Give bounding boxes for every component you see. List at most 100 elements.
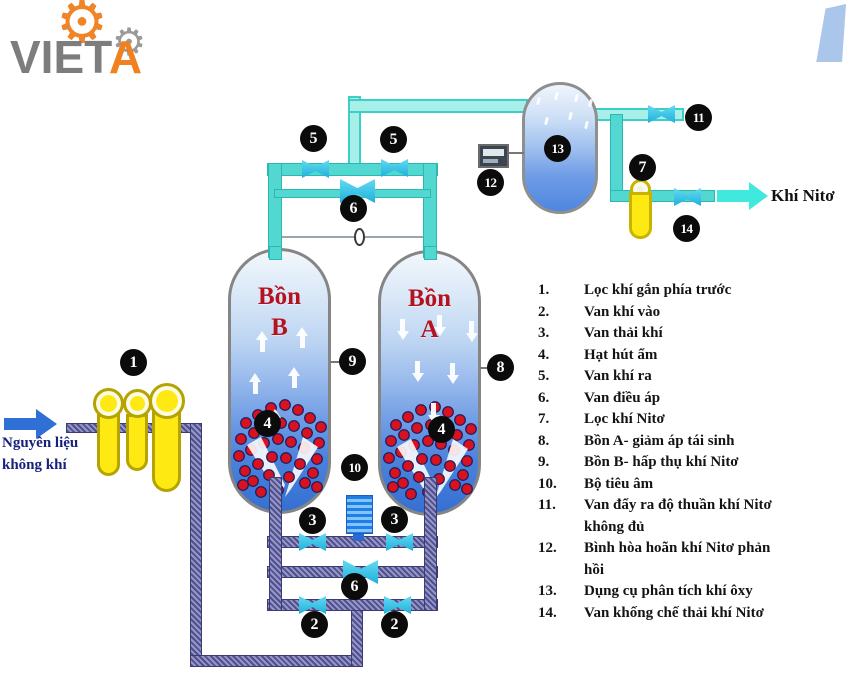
- legend-item: 4. Hạt hút ẩm: [538, 345, 846, 367]
- pipe-inlet-down: [190, 423, 202, 667]
- badge-valve-2-right: 2: [381, 611, 408, 638]
- analyzer-buttons: [483, 159, 498, 163]
- legend-item: 14. Van khống chế thải khí Nitơ: [538, 603, 846, 625]
- legend-num: 5.: [538, 368, 550, 384]
- outlet-arrow-icon: [717, 190, 750, 202]
- oxygen-analyzer: [478, 144, 509, 168]
- legend-text: Lọc khí Nitơ: [584, 411, 665, 427]
- pipe-inlet-header: [267, 599, 438, 611]
- flow-down-icon: [411, 359, 424, 382]
- legend-text: Hạt hút ẩm: [584, 346, 658, 363]
- badge-analyzer-12: 12: [477, 169, 504, 196]
- pipe-product-drop: [610, 114, 623, 200]
- valve-in-left: [299, 596, 326, 614]
- muffler: [346, 495, 373, 534]
- legend-num: 12.: [538, 540, 557, 556]
- valve-purity-vent: [648, 105, 675, 123]
- badge-valve-14: 14: [673, 215, 700, 242]
- legend-item: 3. Van thải khí: [538, 323, 846, 345]
- flow-up-icon: [249, 373, 262, 396]
- badge-tank-a-8: 8: [487, 354, 514, 381]
- badge-buffer-13: 13: [544, 135, 571, 162]
- badge-valve-3-right: 3: [381, 506, 408, 533]
- legend-num: 1.: [538, 282, 550, 298]
- badge-muffler-10: 10: [341, 454, 368, 481]
- flow-up-icon: [296, 327, 309, 350]
- pipe-tank-a-stub: [424, 246, 437, 260]
- legend-num: 4.: [538, 346, 550, 363]
- tank-b-label: Bồn B: [257, 283, 302, 341]
- badge-valve-3-left: 3: [299, 507, 326, 534]
- valve-nitrogen-control: [674, 188, 701, 206]
- inlet-filter-body: [97, 414, 120, 476]
- legend-num: 2.: [538, 303, 550, 320]
- pipe-tank-b-stub: [269, 246, 282, 260]
- valve-exhaust-left: [299, 533, 326, 551]
- pipe-top-to-buffer: [348, 99, 528, 113]
- equalization-line: [282, 236, 424, 238]
- legend-item: 6.Van điều áp: [538, 388, 846, 410]
- legend-text: Bình hòa hoãn khí Nitơ phản hồi: [584, 540, 771, 578]
- legend-num: 7.: [538, 411, 550, 427]
- analyzer-display: [483, 149, 504, 156]
- brand-a: A: [108, 31, 143, 83]
- badge-filter-7: 7: [629, 154, 656, 181]
- legend-num: 8.: [538, 432, 550, 449]
- badge-filter-1: 1: [120, 349, 147, 376]
- orifice-icon: [354, 228, 365, 246]
- gear-icon: ⚙: [56, 0, 108, 55]
- pipe-right-tank-riser: [423, 163, 437, 258]
- brand-viet: VIET: [10, 31, 109, 83]
- legend-item: 2. Van khí vào: [538, 302, 846, 324]
- legend-item: 8.Bồn A- giảm áp tái sinh: [538, 431, 846, 453]
- legend-text: Bồn B- hấp thụ khí Nitơ: [584, 454, 739, 470]
- muffler-stem: [353, 531, 364, 541]
- inlet-arrow-head-icon: [36, 409, 57, 439]
- legend-text: Dụng cụ phân tích khí ôxy: [584, 583, 753, 599]
- legend-item: 12. Bình hòa hoãn khí Nitơ phản hồi: [538, 538, 846, 581]
- inlet-filter-body: [152, 410, 181, 492]
- badge-tank-b-9: 9: [339, 348, 366, 375]
- inlet-filter-head: [93, 388, 124, 419]
- valve-in-right: [384, 596, 411, 614]
- legend-text: Van khống chế thải khí Nitơ: [584, 604, 764, 621]
- flow-up-icon: [288, 367, 301, 390]
- legend-text: Bộ tiêu âm: [584, 475, 654, 492]
- badge-valve-2-left: 2: [301, 611, 328, 638]
- valve-exhaust-right: [386, 533, 413, 551]
- legend-num: 6.: [538, 389, 550, 406]
- outlet-arrow-head-icon: [749, 182, 768, 210]
- valve-out-right: [381, 159, 408, 177]
- badge-9-connector: [330, 361, 342, 363]
- legend-item: 9.Bồn B- hấp thụ khí Nitơ: [538, 452, 846, 474]
- nitrogen-filter-body: [629, 192, 652, 239]
- pipe-tank-b-down: [269, 477, 282, 611]
- badge-desiccant-right-4: 4: [428, 416, 455, 443]
- legend-text: Lọc khí gắn phía trước: [584, 282, 732, 298]
- outlet-label: Khí Nitơ: [771, 186, 835, 205]
- badge-valve-5-right: 5: [380, 126, 407, 153]
- badge-valve-5-left: 5: [300, 125, 327, 152]
- badge-valve-6-bottom: 6: [341, 573, 368, 600]
- flow-up-icon: [256, 331, 269, 354]
- badge-desiccant-left-4: 4: [254, 410, 281, 437]
- inlet-filter-body: [126, 414, 148, 471]
- legend-text: Van khí vào: [584, 303, 661, 320]
- legend-text: Van thải khí: [584, 325, 663, 341]
- legend-item: 1. Lọc khí gắn phía trước: [538, 280, 846, 302]
- legend-num: 14.: [538, 604, 557, 621]
- legend: 1. Lọc khí gắn phía trước 2. Van khí vào 3…: [538, 280, 846, 624]
- legend-item: 11.Van đẩy ra độ thuần khí Nitơ không đủ: [538, 495, 846, 538]
- pipe-left-tank-riser: [268, 163, 282, 258]
- valve-out-left: [302, 160, 329, 178]
- tank-a: Bồn A: [378, 250, 481, 516]
- legend-item: 10. Bộ tiêu âm: [538, 474, 846, 496]
- analyzer-connector: [509, 152, 524, 154]
- legend-num: 3.: [538, 325, 550, 341]
- legend-item: 7. Lọc khí Nitơ: [538, 409, 846, 431]
- pipe-inlet-up: [351, 606, 363, 667]
- legend-num: 11.: [538, 497, 556, 513]
- inlet-arrow-icon: [4, 418, 37, 430]
- legend-num: 10.: [538, 475, 557, 492]
